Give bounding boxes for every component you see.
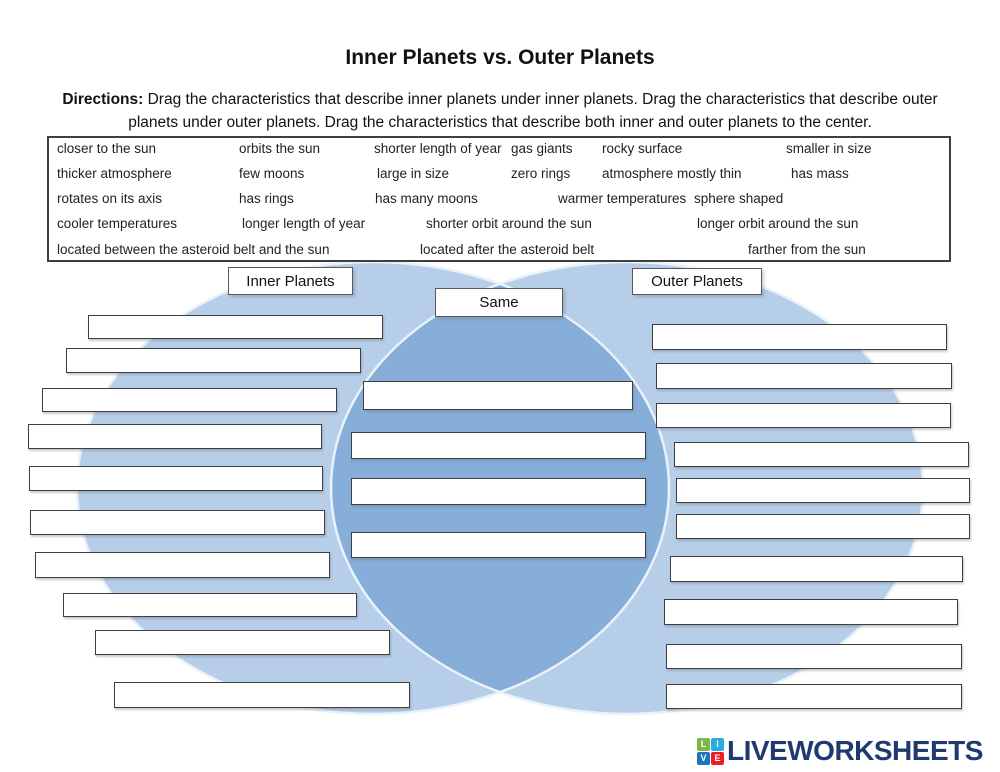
logo-letter-e: E [711, 751, 724, 765]
draggable-characteristic[interactable]: atmosphere mostly thin [602, 166, 742, 181]
draggable-characteristic[interactable]: few moons [239, 166, 305, 181]
drop-slot-outer-7[interactable] [670, 556, 963, 582]
draggable-characteristic[interactable]: located after the asteroid belt [420, 242, 595, 257]
draggable-characteristic[interactable]: shorter orbit around the sun [426, 216, 592, 231]
same-label: Same [435, 288, 563, 317]
outer-planets-label: Outer Planets [632, 268, 762, 295]
drop-slot-outer-8[interactable] [664, 599, 958, 625]
draggable-characteristic[interactable]: orbits the sun [239, 141, 321, 156]
logo-letter-l: L [697, 737, 710, 751]
inner-planets-label: Inner Planets [228, 267, 353, 295]
drop-slot-outer-4[interactable] [674, 442, 969, 467]
logo-letter-i: I [711, 737, 724, 751]
directions-label: Directions: [62, 91, 144, 108]
draggable-characteristic[interactable]: sphere shaped [694, 191, 784, 206]
drop-slot-same-3[interactable] [351, 478, 646, 505]
logo-letter-v: V [697, 751, 710, 765]
draggable-characteristic[interactable]: zero rings [511, 166, 571, 181]
draggable-characteristic[interactable]: warmer temperatures [558, 191, 687, 206]
draggable-characteristic[interactable]: longer length of year [242, 216, 366, 231]
drop-slot-outer-3[interactable] [656, 403, 951, 428]
drop-slot-same-2[interactable] [351, 432, 646, 459]
word-bank [47, 136, 951, 262]
draggable-characteristic[interactable]: gas giants [511, 141, 573, 156]
draggable-characteristic[interactable]: rotates on its axis [57, 191, 163, 206]
drop-slot-inner-7[interactable] [35, 552, 330, 578]
drop-slot-inner-3[interactable] [42, 388, 337, 412]
drop-slot-inner-10[interactable] [114, 682, 410, 708]
liveworksheets-wordmark: LIVEWORKSHEETS [727, 735, 983, 766]
inner-planets-label-text: Inner Planets [246, 272, 335, 290]
draggable-characteristic[interactable]: smaller in size [786, 141, 872, 156]
drop-slot-outer-6[interactable] [676, 514, 970, 539]
drop-slot-outer-10[interactable] [666, 684, 962, 709]
same-label-text: Same [479, 294, 519, 311]
directions-body: Drag the characteristics that describe i… [128, 91, 938, 131]
drop-slot-outer-2[interactable] [656, 363, 952, 389]
drop-slot-inner-5[interactable] [29, 466, 323, 491]
draggable-characteristic[interactable]: has rings [239, 191, 294, 206]
drop-slot-outer-9[interactable] [666, 644, 962, 669]
drop-slot-inner-2[interactable] [66, 348, 361, 373]
directions-text: Directions: Drag the characteristics tha… [55, 88, 945, 134]
drop-slot-same-1[interactable] [363, 381, 633, 410]
draggable-characteristic[interactable]: longer orbit around the sun [697, 216, 859, 231]
outer-planets-label-text: Outer Planets [651, 273, 743, 290]
draggable-characteristic[interactable]: has many moons [375, 191, 478, 206]
draggable-characteristic[interactable]: has mass [791, 166, 849, 181]
drop-slot-inner-6[interactable] [30, 510, 325, 535]
draggable-characteristic[interactable]: closer to the sun [57, 141, 157, 156]
draggable-characteristic[interactable]: large in size [377, 166, 450, 181]
draggable-characteristic[interactable]: shorter length of year [374, 141, 502, 156]
draggable-characteristic[interactable]: cooler temperatures [57, 216, 178, 231]
page-title: Inner Planets vs. Outer Planets [345, 46, 655, 69]
drop-slot-inner-9[interactable] [95, 630, 390, 655]
drop-slot-inner-4[interactable] [28, 424, 322, 449]
drop-slot-outer-5[interactable] [676, 478, 970, 503]
drop-slot-same-4[interactable] [351, 532, 646, 558]
liveworksheets-grid-icon: L I V E [697, 737, 724, 765]
drop-slot-inner-1[interactable] [88, 315, 383, 339]
liveworksheets-logo[interactable]: L I V E LIVEWORKSHEETS [697, 734, 983, 768]
draggable-characteristic[interactable]: located between the asteroid belt and th… [57, 242, 330, 257]
drop-slot-outer-1[interactable] [652, 324, 947, 350]
draggable-characteristic[interactable]: rocky surface [602, 141, 683, 156]
drop-slot-inner-8[interactable] [63, 593, 357, 617]
draggable-characteristic[interactable]: thicker atmosphere [57, 166, 172, 181]
draggable-characteristic[interactable]: farther from the sun [748, 242, 866, 257]
